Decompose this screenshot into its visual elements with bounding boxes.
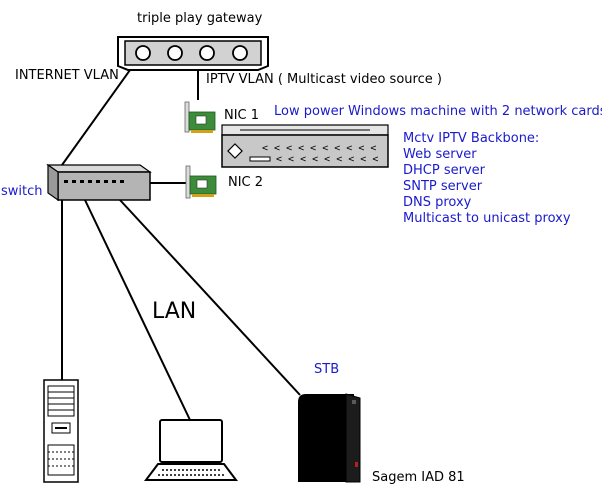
nic2-card-icon xyxy=(185,165,217,199)
switch-top-face xyxy=(46,164,152,173)
nic1-bracket xyxy=(184,101,190,133)
gateway-label: triple play gateway xyxy=(137,11,263,26)
backbone-service-item: Web server xyxy=(403,147,477,162)
line-switch-to-stb xyxy=(119,199,301,396)
backbone-service-item: DNS proxy xyxy=(403,195,472,210)
laptop-screen xyxy=(159,419,223,463)
nic1-chip xyxy=(195,115,207,125)
nic1-label: NIC 1 xyxy=(224,108,259,123)
desktop-pc-icon xyxy=(43,379,79,483)
nic1-contacts xyxy=(191,130,213,133)
windows-machine-diamond xyxy=(227,143,243,159)
stb-led xyxy=(355,462,358,467)
stb-label: STB xyxy=(314,362,339,377)
stb-body xyxy=(298,394,354,482)
nic1-card-icon xyxy=(184,101,216,133)
laptop-icon xyxy=(144,419,238,481)
gateway-port-3 xyxy=(199,45,215,61)
stb-device xyxy=(298,393,361,483)
stb-side xyxy=(345,393,361,483)
windows-machine-body xyxy=(221,134,389,168)
switch-side-face xyxy=(47,163,59,202)
pc-drive-bays xyxy=(47,385,75,417)
backbone-service-item: DHCP server xyxy=(403,163,486,178)
connection-lines xyxy=(61,69,301,421)
nic2-contacts xyxy=(192,194,214,197)
windows-machine: < < < < < < < < < < < < < < < < < < < xyxy=(221,124,389,168)
windows-machine-vents-2: < < < < < < < < < xyxy=(276,154,378,165)
sagem-label: Sagem IAD 81 xyxy=(372,470,465,485)
line-gateway-to-switch xyxy=(61,69,131,166)
nic2-chip xyxy=(196,179,208,189)
stb-indicator xyxy=(352,400,356,404)
windows-machine-label: Low power Windows machine with 2 network… xyxy=(274,104,602,119)
backbone-service-list: Mctv IPTV Backbone: Web server DHCP serv… xyxy=(403,131,571,226)
pc-floppy-slot xyxy=(55,427,67,429)
nic2-bracket xyxy=(185,165,191,199)
network-switch xyxy=(46,163,152,202)
switch-label: switch xyxy=(1,184,43,199)
windows-machine-vents: < < < < < < < < < < xyxy=(262,143,376,154)
gateway-device xyxy=(117,36,269,71)
switch-port-dots xyxy=(64,180,124,183)
pc-vent-grill xyxy=(47,444,75,476)
iptv-vlan-label: IPTV VLAN ( Multicast video source ) xyxy=(206,72,442,87)
gateway-port-1 xyxy=(135,45,151,61)
windows-machine-drive-slot xyxy=(249,156,271,162)
line-switch-to-laptop xyxy=(84,199,191,421)
backbone-title: Mctv IPTV Backbone: xyxy=(403,131,539,146)
lan-label: LAN xyxy=(152,299,196,324)
internet-vlan-label: INTERNET VLAN xyxy=(15,68,119,83)
nic2-label: NIC 2 xyxy=(228,175,263,190)
laptop-base xyxy=(144,463,238,481)
gateway-port-4 xyxy=(232,45,248,61)
gateway-port-2 xyxy=(167,45,183,61)
backbone-service-item: Multicast to unicast proxy xyxy=(403,211,571,226)
backbone-service-item: SNTP server xyxy=(403,179,483,194)
switch-front-face xyxy=(57,171,151,201)
